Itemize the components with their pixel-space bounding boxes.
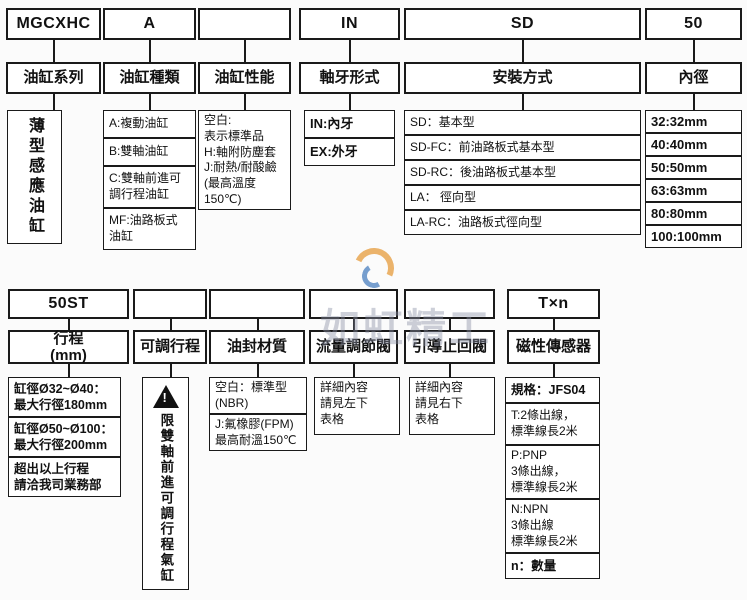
thread-option: EX:外牙 [304, 138, 395, 166]
mounting-option: LA-RC：油路板式徑向型 [404, 210, 641, 235]
category-type: 油缸種類 [103, 62, 196, 94]
seal-option: J:氟橡膠(FPM) 最高耐溫150℃ [209, 414, 307, 451]
bore-option: 40:40mm [645, 133, 742, 156]
code-box-adjustable [133, 289, 207, 319]
category-series: 油缸系列 [6, 62, 101, 94]
connector-line [553, 319, 555, 330]
seal-option: 空白：標準型 (NBR) [209, 377, 307, 414]
connector-line [170, 364, 172, 377]
category-performance: 油缸性能 [198, 62, 291, 94]
connector-line [257, 364, 259, 377]
warning-exclamation: ! [162, 390, 167, 405]
connector-line [149, 94, 151, 110]
code-box-thread: IN [299, 8, 400, 40]
mounting-option: SD-RC：後油路板式基本型 [404, 160, 641, 185]
connector-line [53, 40, 55, 62]
series-note-text: 薄型感應油缸 [26, 117, 44, 237]
check-valve-note: 詳細內容 請見右下 表格 [409, 377, 495, 435]
category-adjustable: 可調行程 [133, 330, 207, 364]
flow-valve-note: 詳細內容 請見左下 表格 [314, 377, 400, 435]
bore-option: 32:32mm [645, 110, 742, 133]
code-box-bore: 50 [645, 8, 742, 40]
code-box-type: A [103, 8, 196, 40]
connector-line [522, 40, 524, 62]
type-option: MF:油路板式 油缸 [103, 208, 196, 250]
connector-line [553, 364, 555, 377]
sensor-option: 規格：JFS04 [505, 377, 600, 403]
warning-icon: ! [152, 385, 179, 408]
connector-line [353, 319, 355, 330]
code-box-stroke: 50ST [8, 289, 129, 319]
connector-line [349, 94, 351, 110]
bore-option: 63:63mm [645, 179, 742, 202]
connector-line [522, 94, 524, 110]
code-box-mounting: SD [404, 8, 641, 40]
stroke-note: 缸徑Ø50~Ø100： 最大行徑200mm [8, 417, 121, 457]
connector-line [170, 319, 172, 330]
connector-line [53, 94, 55, 110]
category-mounting: 安裝方式 [404, 62, 641, 94]
type-option: B:雙軸油缸 [103, 138, 196, 166]
sensor-option: n：數量 [505, 553, 600, 579]
bore-option: 100:100mm [645, 225, 742, 248]
adjustable-stroke-text: 限雙軸前進可調行程氣缸 [158, 413, 174, 584]
code-box-check-valve [404, 289, 495, 319]
category-stroke: 行程 (mm) [8, 330, 129, 364]
category-thread: 軸牙形式 [299, 62, 400, 94]
bore-option: 80:80mm [645, 202, 742, 225]
code-box-flow-valve [309, 289, 398, 319]
connector-line [149, 40, 151, 62]
bore-option: 50:50mm [645, 156, 742, 179]
performance-note: 空白: 表示標準品 H:軸附防塵套 J:耐熱/耐酸鹼 (最高溫度 150℃) [198, 110, 291, 210]
connector-line [449, 319, 451, 330]
stroke-note: 缸徑Ø32~Ø40： 最大行徑180mm [8, 377, 121, 417]
category-flow-valve: 流量調節閥 [309, 330, 398, 364]
category-seal: 油封材質 [209, 330, 305, 364]
category-sensor: 磁性傳感器 [507, 330, 600, 364]
code-box-series: MGCXHC [6, 8, 101, 40]
connector-line [349, 40, 351, 62]
mounting-option: LA： 徑向型 [404, 185, 641, 210]
connector-line [244, 40, 246, 62]
adjustable-stroke-note: ! 限雙軸前進可調行程氣缸 [142, 377, 189, 590]
sensor-option: P:PNP 3條出線， 標準線長2米 [505, 445, 600, 499]
connector-line [449, 364, 451, 377]
connector-line [693, 40, 695, 62]
mounting-option: SD：基本型 [404, 110, 641, 135]
sensor-option: T:2條出線， 標準線長2米 [505, 403, 600, 445]
connector-line [257, 319, 259, 330]
watermark-logo-icon [348, 242, 400, 294]
category-bore: 內徑 [645, 62, 742, 94]
sensor-option: N:NPN 3條出線 標準線長2米 [505, 499, 600, 553]
type-option: C:雙軸前進可 調行程油缸 [103, 166, 196, 208]
connector-line [68, 364, 70, 377]
connector-line [68, 319, 70, 330]
stroke-note: 超出以上行程 請洽我司業務部 [8, 457, 121, 497]
connector-line [693, 94, 695, 110]
connector-line [244, 94, 246, 110]
code-box-sensor: T×n [507, 289, 600, 319]
connector-line [353, 364, 355, 377]
code-box-seal [209, 289, 305, 319]
category-check-valve: 引導止回閥 [404, 330, 495, 364]
series-note: 薄型感應油缸 [7, 110, 62, 244]
thread-option: IN:內牙 [304, 110, 395, 138]
type-option: A:複動油缸 [103, 110, 196, 138]
mounting-option: SD-FC：前油路板式基本型 [404, 135, 641, 160]
code-box-performance [198, 8, 291, 40]
